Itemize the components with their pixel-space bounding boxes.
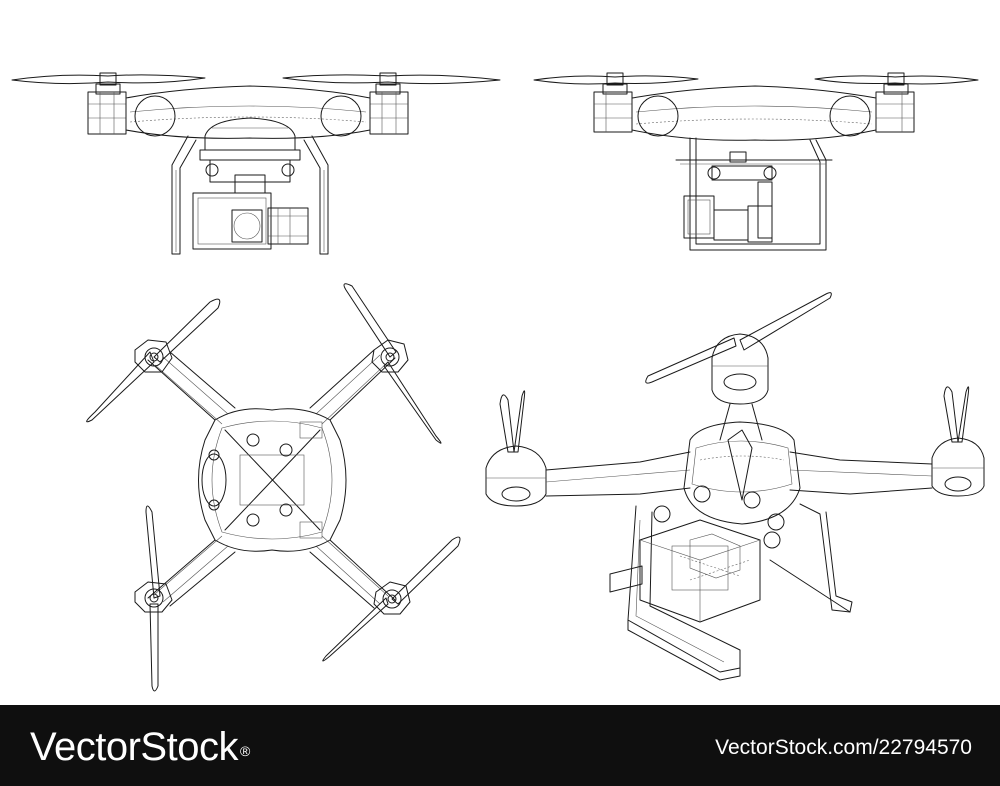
propeller-right	[814, 72, 979, 95]
drone-side-view	[533, 72, 979, 251]
propeller-front	[645, 292, 832, 405]
registered-mark: ®	[239, 743, 250, 759]
gimbal-camera	[683, 151, 777, 243]
drone-perspective-view	[485, 292, 985, 681]
gimbal-camera	[609, 485, 785, 623]
drone-front-view	[11, 72, 501, 255]
propeller-right	[931, 386, 985, 497]
drone-drawing-area	[11, 72, 985, 692]
motor-front-left	[86, 298, 221, 423]
body-shell	[631, 85, 877, 141]
motor-right	[875, 91, 915, 133]
propeller-right	[282, 72, 501, 95]
propeller-left	[533, 72, 699, 95]
drone-top-view	[86, 283, 461, 692]
arms	[147, 349, 396, 609]
landing-gear	[627, 503, 853, 681]
motor-front-right	[343, 283, 442, 444]
motor-rear-right	[322, 536, 461, 662]
arms	[545, 403, 933, 497]
body-center	[198, 408, 347, 552]
brand-name: VectorStock	[30, 725, 238, 769]
gimbal-camera	[192, 149, 309, 250]
body-shell	[683, 421, 801, 525]
propeller-left	[11, 72, 206, 95]
landing-gear	[675, 137, 833, 251]
body-shell	[125, 85, 371, 151]
footer-bar: VectorStock® VectorStock.com/22794570	[0, 705, 1000, 786]
motor-right	[369, 91, 409, 135]
landing-gear	[171, 135, 329, 255]
propeller-left	[485, 390, 547, 507]
image-id-text: VectorStock.com/22794570	[715, 736, 972, 759]
motor-left	[87, 91, 127, 135]
motor-rear-left	[134, 505, 173, 692]
brand-logo: VectorStock®	[30, 723, 250, 771]
motor-left	[593, 91, 633, 133]
